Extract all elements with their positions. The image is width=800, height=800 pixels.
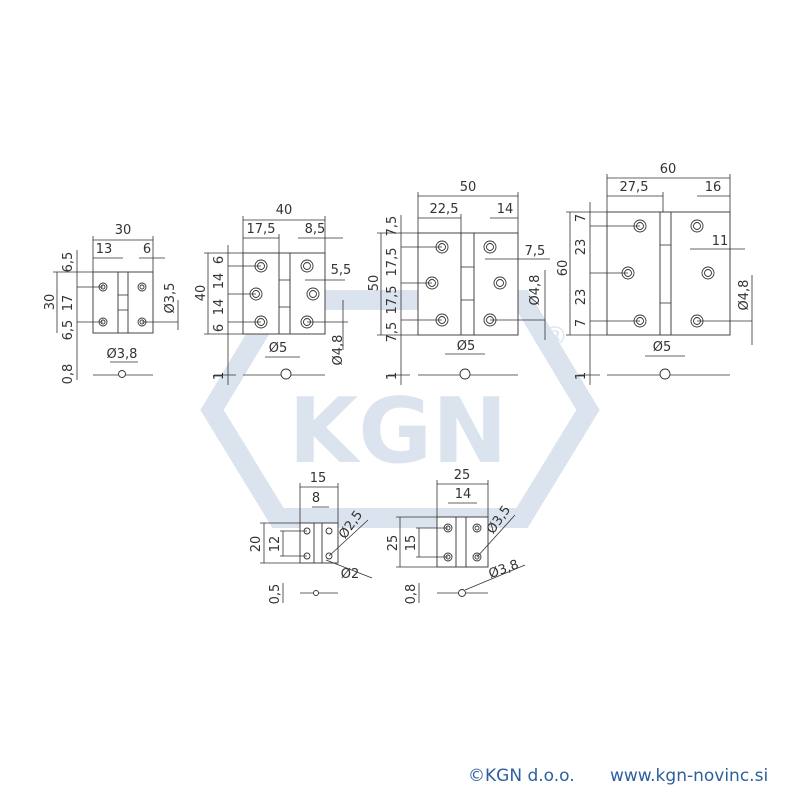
hole-diameter-dimension: Ø4,8 <box>528 275 543 306</box>
hole-offset-dimension: 5,5 <box>331 263 352 278</box>
hole-spacing-dimension: 12 <box>268 536 283 553</box>
thickness-dimension: 1 <box>385 372 400 380</box>
left-dimension: 17,5 <box>247 222 276 237</box>
height-dimension: 50 <box>367 275 382 292</box>
hinge-knuckle <box>117 271 129 334</box>
pin-diameter-dimension: Ø5 <box>457 339 476 354</box>
hole-offset-dimension: 11 <box>712 234 729 249</box>
hinge-knuckle <box>278 252 291 335</box>
thickness-dimension: 0,8 <box>404 584 419 605</box>
hinge-60x60: 60 27,5 16 60 7 23 23 7 11 Ø4,8 Ø5 1 <box>556 162 753 385</box>
vertical-dimension: 7 <box>574 319 589 327</box>
height-dimension: 30 <box>43 294 58 311</box>
hole-offset-dimension: 7,5 <box>525 244 546 259</box>
vertical-dimension: 17,5 <box>385 286 400 315</box>
vertical-dimension: 7,5 <box>385 322 400 343</box>
inner-dimension: 14 <box>455 487 472 502</box>
hinge-40x40: 40 17,5 8,5 40 6 14 14 6 5,5 Ø4,8 Ø5 1 <box>194 203 351 385</box>
website-link[interactable]: www.kgn-novinc.si <box>610 766 769 786</box>
width-dimension: 60 <box>660 162 677 177</box>
pin-diameter-dimension: Ø3,8 <box>487 557 521 582</box>
hinge-15x20: 15 8 20 12 Ø2,5 Ø2 0,5 <box>249 471 373 605</box>
width-dimension: 15 <box>310 471 327 486</box>
right-dimension: 8,5 <box>305 222 326 237</box>
hinge-knuckle <box>659 211 672 336</box>
vertical-dimension: 17,5 <box>385 248 400 277</box>
height-dimension: 20 <box>249 536 264 553</box>
pin-diameter-dimension: Ø5 <box>269 341 288 356</box>
vertical-dimension: 14 <box>212 273 227 290</box>
vertical-dimension: 6 <box>212 256 227 264</box>
bottom-offset-dimension: 6,5 <box>61 320 76 341</box>
left-dimension: 13 <box>96 242 113 257</box>
copyright-text: ©KGN d.o.o. <box>468 766 575 786</box>
right-dimension: 14 <box>497 202 514 217</box>
left-dimension: 27,5 <box>620 180 649 195</box>
height-dimension: 60 <box>556 260 571 277</box>
pin-diameter-dimension: Ø2 <box>341 567 360 582</box>
top-offset-dimension: 6,5 <box>61 252 76 273</box>
left-dimension: 22,5 <box>430 202 459 217</box>
mounting-holes <box>621 219 715 328</box>
vertical-dimension: 6 <box>212 324 227 332</box>
hinge-knuckle <box>313 522 323 564</box>
pin-diameter-dimension: Ø5 <box>653 340 672 355</box>
vertical-dimension: 23 <box>574 289 589 306</box>
hinge-25x25: 25 14 25 15 Ø3,5 Ø3,8 0,8 <box>386 468 526 605</box>
width-dimension: 25 <box>454 468 471 483</box>
height-dimension: 25 <box>386 535 401 552</box>
hole-spacing-dimension: 15 <box>404 535 419 552</box>
hinge-knuckle <box>460 232 475 336</box>
vertical-dimension: 7 <box>574 214 589 222</box>
right-dimension: 16 <box>705 180 722 195</box>
hinge-knuckle <box>455 516 467 568</box>
vertical-dimension: 23 <box>574 239 589 256</box>
mounting-holes <box>249 259 320 329</box>
registered-mark: ® <box>542 322 568 352</box>
width-dimension: 40 <box>276 203 293 218</box>
hole-spacing-dimension: 17 <box>61 295 76 312</box>
height-dimension: 40 <box>194 285 209 302</box>
hole-diameter-dimension: Ø4,8 <box>737 280 752 311</box>
hole-diameter-dimension: Ø4,8 <box>331 335 346 366</box>
vertical-dimension: 14 <box>212 299 227 316</box>
thickness-dimension: 0,5 <box>268 584 283 605</box>
hole-diameter-dimension: Ø3,5 <box>163 283 178 314</box>
hinge-50x50: 50 22,5 14 50 7,5 17,5 17,5 7,5 7,5 Ø4,8… <box>367 180 550 385</box>
thickness-dimension: 1 <box>574 372 589 380</box>
watermark-logo-text: KGN <box>289 379 508 484</box>
vertical-dimension: 7,5 <box>385 216 400 237</box>
width-dimension: 50 <box>460 180 477 195</box>
right-dimension: 6 <box>143 242 151 257</box>
width-dimension: 30 <box>115 223 132 238</box>
thickness-dimension: 1 <box>212 372 227 380</box>
mounting-holes <box>425 240 507 327</box>
hinge-30x30: 30 13 6 30 6,5 17 6,5 Ø3,5 Ø3,8 0,8 <box>43 223 179 385</box>
pin-diameter-dimension: Ø3,8 <box>107 347 138 362</box>
thickness-dimension: 0,8 <box>61 364 76 385</box>
inner-dimension: 8 <box>312 491 320 506</box>
